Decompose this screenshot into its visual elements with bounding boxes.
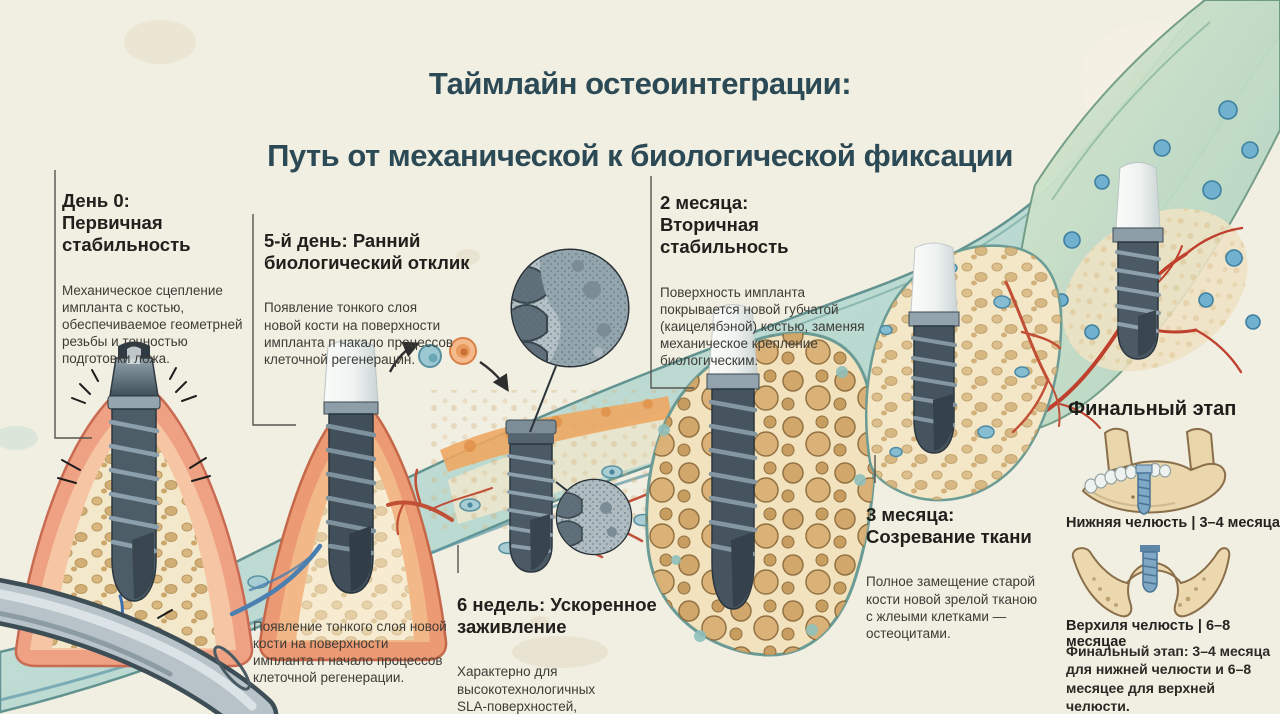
month3-illustration xyxy=(865,242,1063,502)
mandible-teeth xyxy=(1084,462,1172,494)
day0-illustration xyxy=(14,341,254,668)
zoom-circle-bottom xyxy=(555,478,633,556)
final-implant-illustration xyxy=(1112,162,1164,360)
stability-marks xyxy=(57,367,211,621)
mandible-implant-icon xyxy=(1135,464,1153,515)
day5-secondary-note: Появление тонкого слоя новой кости на по… xyxy=(253,619,447,686)
stage-month2-body: Поверхность импланта покрывается новой г… xyxy=(660,284,865,369)
leader-lines xyxy=(54,170,876,573)
day0-implant-illustration xyxy=(107,341,161,602)
stage-week6-heading: 6 недель: Ускоренное заживление xyxy=(457,594,657,638)
blood-vessel-red xyxy=(386,468,454,536)
month3-vessel-icons xyxy=(1004,280,1062,434)
month2-implant-illustration xyxy=(706,304,760,610)
stage-month3-label: 3 месяца: Созревание ткани Полное замеще… xyxy=(866,486,1081,660)
month3-implant-illustration xyxy=(908,242,960,454)
stage-week6-label: 6 недель: Ускоренное заживление Характер… xyxy=(457,576,672,714)
stage-day0-body: Механическое сцепление импланта с костью… xyxy=(62,282,243,367)
stage-day5-body: Появление тонкого слоя новой кости на по… xyxy=(264,300,454,367)
page-title-line1: Таймлайн остеоинтеграции: xyxy=(428,65,852,101)
final-stage-heading: Финальный этап xyxy=(1068,398,1237,420)
migrating-cell-icons xyxy=(388,337,509,392)
maxilla-illustration xyxy=(1071,545,1231,618)
lower-jaw-caption: Нижняя челюсть | 3–4 месяца xyxy=(1066,515,1280,531)
instrument-tube xyxy=(0,577,279,714)
stage-day5-heading: 5-й день: Ранний биологический отклик xyxy=(264,230,470,274)
stage-month2-heading: 2 месяца: Вторичная стабильность xyxy=(660,192,789,258)
stage-week6-body: Характерно для высокотехнологичных SLA-п… xyxy=(457,664,596,714)
stage-day0-heading: День 0: Первичная стабильность xyxy=(62,190,191,256)
page-title-line2: Путь от механической к биологической фик… xyxy=(267,137,1013,173)
stage-month3-heading: 3 месяца: Созревание ткани xyxy=(866,504,1032,548)
maxilla-implant-icon xyxy=(1140,545,1160,593)
day5-implant-illustration xyxy=(323,339,379,594)
month2-illustration xyxy=(645,304,876,657)
stage-day5-label: 5-й день: Ранний биологический отклик По… xyxy=(264,212,479,386)
page-title: Таймлайн остеоинтеграции: Путь от механи… xyxy=(0,30,1280,210)
mandible-illustration xyxy=(1081,427,1227,515)
stage-month3-body: Полное замещение старой кости новой зрел… xyxy=(866,574,1038,641)
final-tissue-illustration xyxy=(998,0,1280,432)
week6-implant-illustration xyxy=(505,419,557,573)
final-stage-summary: Финальный этап: 3–4 месяца для нижней че… xyxy=(1066,643,1271,714)
upper-jaw-caption: Верхиля челюсть | 6–8 месяцае xyxy=(1066,618,1231,650)
stage-day0-label: День 0: Первичная стабильность Механичес… xyxy=(62,172,262,385)
day5-illustration xyxy=(229,339,454,662)
final-cell-icons xyxy=(1055,100,1261,340)
stage-month2-label: 2 месяца: Вторичная стабильность Поверхн… xyxy=(660,174,885,387)
